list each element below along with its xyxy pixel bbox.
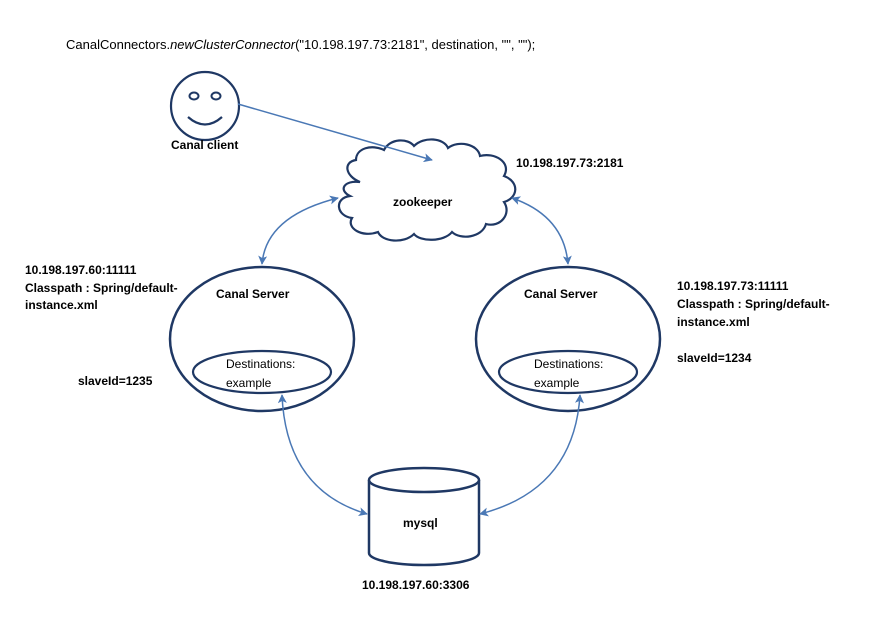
server-right-destinations: Destinations: — [534, 357, 604, 371]
server-right-classpath-1: Classpath : Spring/default- — [677, 297, 830, 311]
mysql-address: 10.198.197.60:3306 — [362, 578, 470, 592]
mysql-label: mysql — [403, 516, 438, 530]
zookeeper-label: zookeeper — [393, 195, 453, 209]
connector-code-line: CanalConnectors.newClusterConnector("10.… — [66, 37, 535, 53]
server-right-destination-name: example — [534, 376, 580, 390]
server-left-slave-id: slaveId=1235 — [78, 374, 153, 388]
server-left-classpath-2: instance.xml — [25, 298, 98, 312]
left-server-mysql-arrow — [277, 394, 368, 517]
left-server-zookeeper-arrow — [258, 195, 339, 265]
server-left-destination-name: example — [226, 376, 272, 390]
server-right-classpath-2: instance.xml — [677, 315, 750, 329]
right-server-mysql-arrow — [479, 394, 584, 517]
server-right-address: 10.198.197.73:11111 — [677, 279, 789, 293]
destinations-right-shape — [497, 349, 639, 395]
server-left-classpath-1: Classpath : Spring/default- — [25, 281, 178, 295]
zookeeper-address: 10.198.197.73:2181 — [516, 156, 624, 170]
client-to-zookeeper-arrow — [237, 103, 433, 163]
server-left-destinations: Destinations: — [226, 357, 296, 371]
right-server-zookeeper-arrow — [511, 196, 572, 265]
mysql-database-icon — [367, 466, 481, 567]
destinations-left-shape — [191, 349, 333, 395]
server-right-title: Canal Server — [524, 287, 598, 301]
server-right-slave-id: slaveId=1234 — [677, 351, 752, 365]
smiley-icon — [169, 70, 241, 142]
server-left-title: Canal Server — [216, 287, 290, 301]
zookeeper-cloud-shape — [337, 138, 517, 242]
server-left-address: 10.198.197.60:11111 — [25, 263, 137, 277]
code-method: newClusterConnector — [170, 37, 296, 52]
code-prefix: CanalConnectors. — [66, 37, 171, 52]
code-args: ("10.198.197.73:2181", destination, "", … — [295, 37, 536, 52]
canal-client-label: Canal client — [171, 138, 239, 152]
